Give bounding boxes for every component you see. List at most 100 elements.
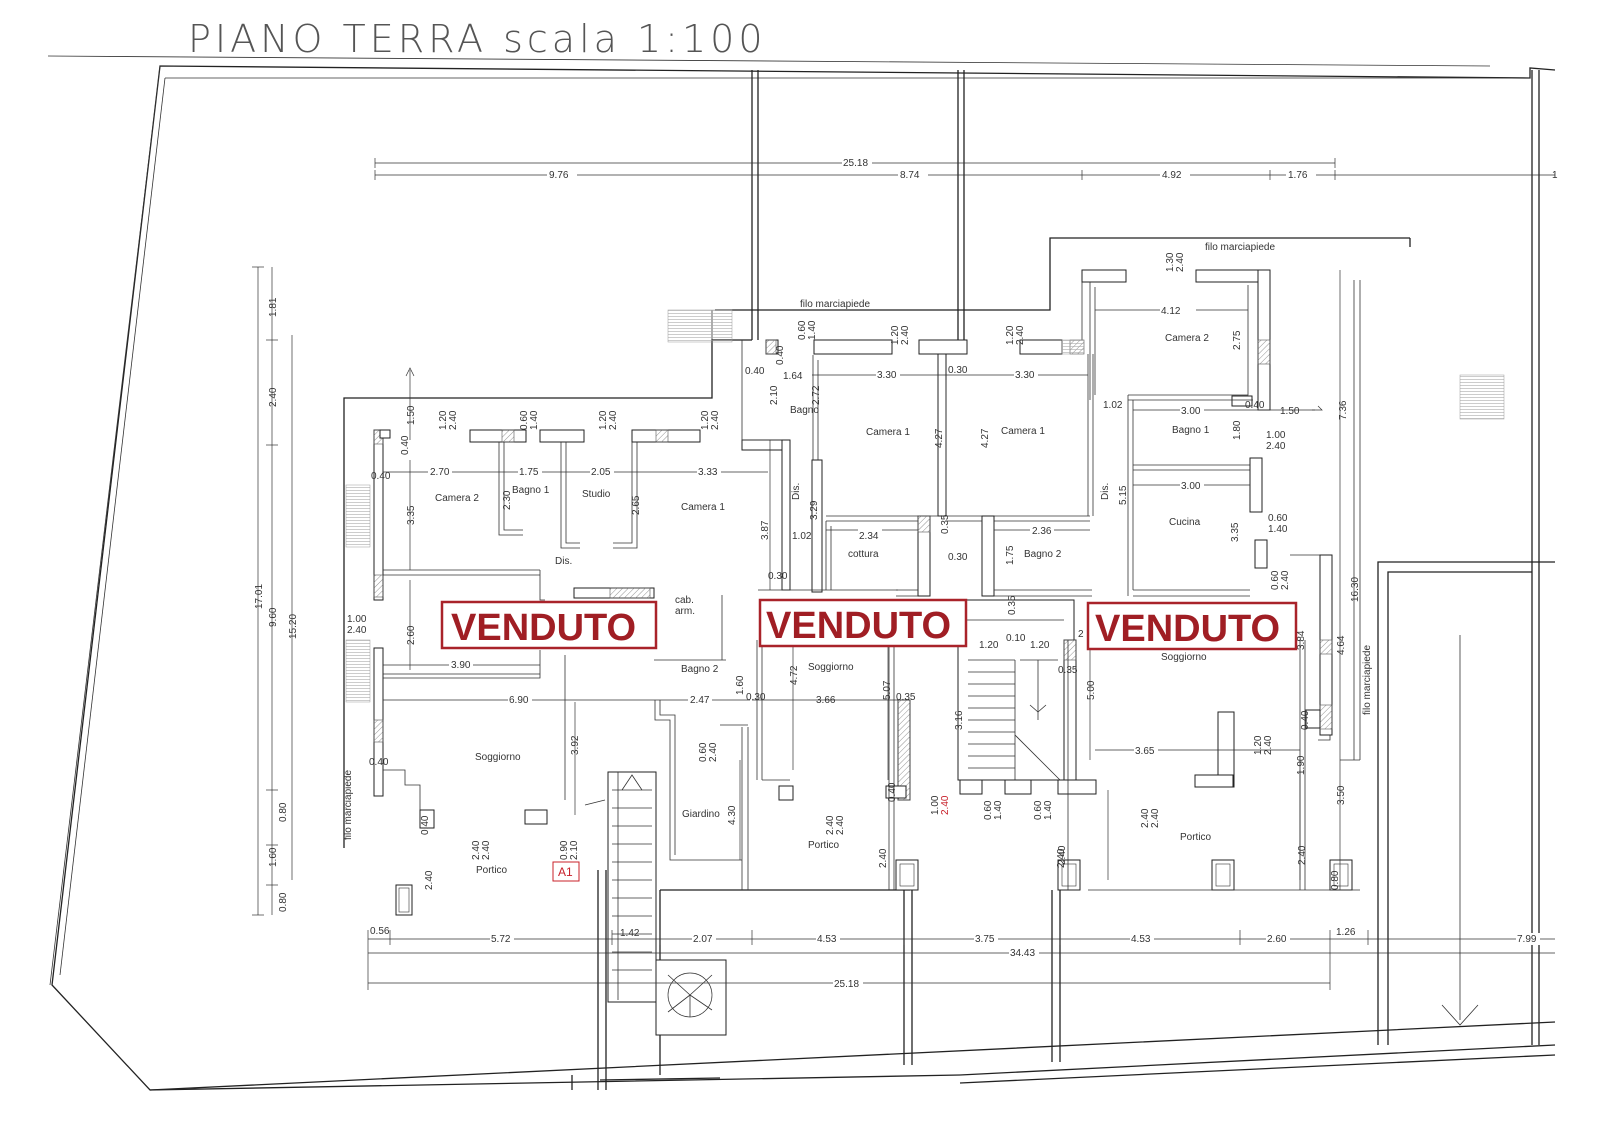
left-dimensions: 1.81 2.40 17.01 9.60 15.20 0.80 1.60 0.8… [252, 266, 299, 916]
room-studio: Studio [582, 489, 611, 500]
dim-l-392: 3.92 [570, 735, 581, 755]
dim-m-035d: 0.35 [1007, 595, 1018, 615]
dim-l-333: 3.33 [698, 467, 718, 478]
dim-b-126: 1.26 [1336, 927, 1356, 938]
dim-r-140: 1.40 [1268, 524, 1288, 535]
cab-arm-1: cab. [675, 595, 694, 606]
dim-m-272: 2.72 [811, 385, 822, 405]
dim-l-265: 2.65 [631, 495, 642, 515]
dim-l-120c: 1.20 [700, 410, 711, 430]
dim-m-175: 1.75 [1005, 545, 1016, 565]
room-bagno1-left: Bagno 1 [512, 485, 550, 496]
dim-m-240e: 2.40 [835, 815, 846, 835]
dim-m-240: 2.40 [900, 325, 911, 345]
dim-r-240d: 2.40 [1263, 735, 1274, 755]
dim-m-240b: 2.40 [1015, 325, 1026, 345]
dim-l-040d: 0.40 [420, 815, 431, 835]
dim-r-100: 1.00 [1266, 430, 1286, 441]
dim-m-120: 1.20 [890, 325, 901, 345]
room-giardino: Giardino [682, 809, 720, 820]
dim-top-a: 9.76 [549, 170, 569, 181]
room-camera2-right: Camera 2 [1165, 333, 1209, 344]
dim-b-572: 5.72 [491, 934, 511, 945]
dim-m-140b: 1.40 [993, 800, 1004, 820]
dim-b-142: 1.42 [620, 928, 640, 939]
dim-l-060b: 0.60 [698, 742, 709, 762]
sold-stamp-mid: VENDUTO [758, 598, 968, 648]
dim-l-390: 3.90 [451, 660, 471, 671]
dim-l-240a: 2.40 [448, 410, 459, 430]
dim-r-464: 4.64 [1336, 635, 1347, 655]
dim-l-690: 6.90 [509, 695, 529, 706]
dim-r-300b: 3.00 [1181, 481, 1201, 492]
filo-marciapiede-mid: filo marciapiede [800, 299, 870, 310]
dim-m-030: 0.30 [948, 365, 968, 376]
dim-r-120: 1.20 [1253, 735, 1264, 755]
sold-label-mid: VENDUTO [766, 605, 951, 647]
dim-top-b: 8.74 [900, 170, 920, 181]
dim-r-060: 0.60 [1268, 513, 1288, 524]
room-camera1-mid2: Camera 1 [1001, 426, 1045, 437]
dim-b-260: 2.60 [1267, 934, 1287, 945]
dim-b-056: 0.56 [370, 926, 390, 937]
dim-l-040a: 0.40 [400, 435, 411, 455]
room-camera2-left: Camera 2 [435, 493, 479, 504]
dim-r-180: 1.80 [1232, 420, 1243, 440]
dim-r-240: 2.40 [1175, 252, 1186, 272]
dim-b-453b: 4.53 [1131, 934, 1151, 945]
dim-r-1630: 16.30 [1350, 577, 1361, 602]
filo-marciapiede-right: filo marciapiede [1205, 242, 1275, 253]
dim-m-040c: 0.40 [887, 782, 898, 802]
dim-m-140: 1.40 [807, 320, 818, 340]
room-soggiorno-left: Soggiorno [475, 752, 521, 763]
dim-r-736: 7.36 [1338, 400, 1349, 420]
dim-m-234: 2.34 [859, 531, 879, 542]
dim-r-240f: 2.40 [1150, 808, 1161, 828]
sold-label-left: VENDUTO [451, 607, 636, 649]
dim-r-275: 2.75 [1232, 330, 1243, 350]
room-portico-right: Portico [1180, 832, 1212, 843]
dim-m-140c: 1.40 [1043, 800, 1054, 820]
dim-m-060: 0.60 [797, 320, 808, 340]
room-soggiorno-mid: Soggiorno [808, 662, 854, 673]
dim-m-329: 3.29 [809, 500, 820, 520]
dim-r-130: 1.30 [1165, 252, 1176, 272]
dim-top-total: 25.18 [843, 158, 868, 169]
unit-left: Camera 2 Bagno 1 Studio Camera 1 Dis. ca… [343, 237, 1411, 1036]
lot-boundary [49, 65, 1556, 1091]
dim-m-040b: 0.40 [745, 366, 765, 377]
stair-mid [968, 659, 1061, 781]
dim-l-100: 1.00 [347, 614, 367, 625]
unit-tag-a1: A1 [558, 865, 573, 879]
cab-arm-2: arm. [675, 606, 695, 617]
dim-m-120d: 1.20 [1030, 640, 1050, 651]
dim-b-453a: 4.53 [817, 934, 837, 945]
dim-m-120b: 1.20 [1005, 325, 1016, 345]
dim-l-205: 2.05 [591, 467, 611, 478]
room-camera1-mid: Camera 1 [866, 427, 910, 438]
dim-m-164: 1.64 [783, 371, 803, 382]
dim-top-d: 1.76 [1288, 170, 1308, 181]
room-bagno-mid: Bagno [790, 405, 819, 416]
dim-r-240c: 2.40 [1280, 570, 1291, 590]
dim-l-230: 2.30 [502, 490, 513, 510]
dim-l-030a: 0.30 [746, 692, 766, 703]
dim-r-080: 0.80 [1330, 870, 1341, 890]
dim-l-240d: 2.40 [347, 625, 367, 636]
dim-l-160: 1.60 [735, 675, 746, 695]
room-camera1-left: Camera 1 [681, 502, 725, 513]
dim-r-190: 1.90 [1296, 755, 1307, 775]
dim-r-335: 3.35 [1230, 522, 1241, 542]
dim-r-515: 5.15 [1118, 485, 1129, 505]
dim-m-100: 1.00 [930, 795, 941, 815]
dim-l-090: 0.90 [559, 840, 570, 860]
dim-m-330a: 3.30 [877, 370, 897, 381]
room-dis-mid: Dis. [791, 483, 802, 500]
room-portico-left: Portico [476, 865, 508, 876]
dim-m-210: 2.10 [769, 385, 780, 405]
filo-marciapiede-far-right: filo marciapiede [1362, 645, 1373, 715]
dim-m-120c: 1.20 [979, 640, 999, 651]
dim-l-140a: 1.40 [529, 410, 540, 430]
dim-m-240c: 2.40 [940, 795, 951, 815]
